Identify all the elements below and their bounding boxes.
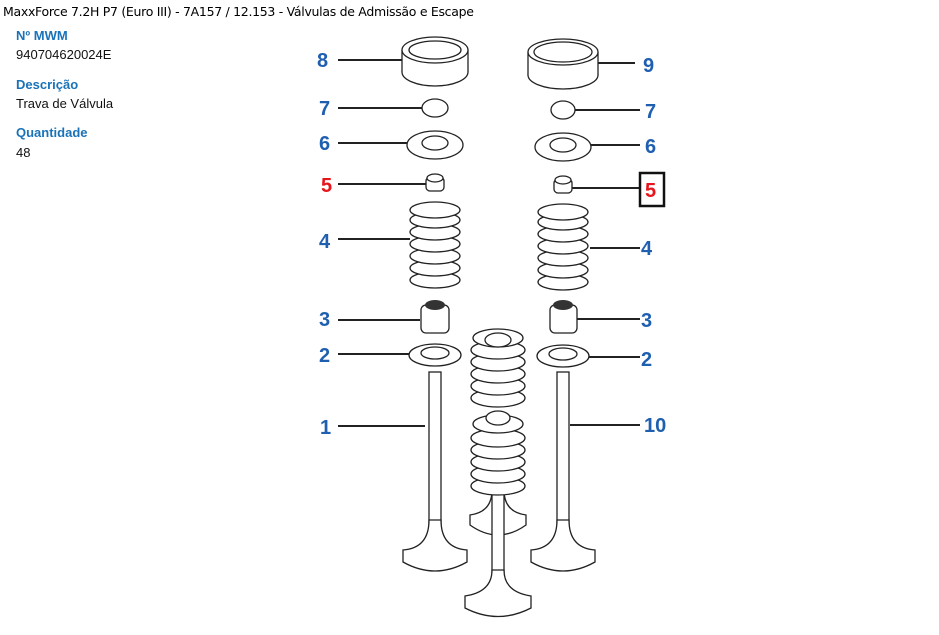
selected-callout-box bbox=[638, 171, 666, 208]
callout-10: 10 bbox=[644, 415, 666, 437]
callout-7-left: 7 bbox=[319, 98, 330, 120]
callout-5-left-highlighted[interactable]: 5 bbox=[321, 175, 332, 197]
callout-2-left: 2 bbox=[319, 345, 330, 367]
middle-spring-assemblies bbox=[464, 328, 532, 618]
part-number-label: Nº MWM bbox=[16, 28, 68, 43]
left-spring bbox=[409, 201, 461, 289]
callouts-right: 9 7 6 5 4 3 2 10 bbox=[638, 55, 666, 437]
callout-1: 1 bbox=[320, 417, 331, 439]
callout-4-left: 4 bbox=[319, 231, 331, 253]
description-label: Descrição bbox=[16, 77, 79, 92]
callout-2-right: 2 bbox=[641, 349, 652, 371]
right-spring bbox=[537, 203, 589, 291]
callout-7-right: 7 bbox=[645, 101, 656, 123]
callout-9: 9 bbox=[643, 55, 654, 77]
quantity-value: 48 bbox=[16, 145, 31, 160]
quantity-label: Quantidade bbox=[16, 125, 88, 140]
callout-5-right-selected[interactable]: 5 bbox=[645, 180, 656, 202]
leader-lines bbox=[338, 59, 640, 427]
breadcrumb-title: MaxxForce 7.2H P7 (Euro III) - 7A157 / 1… bbox=[3, 4, 474, 19]
description-value: Trava de Válvula bbox=[16, 96, 114, 111]
right-valve-assembly bbox=[527, 38, 599, 572]
callout-8: 8 bbox=[317, 50, 328, 72]
callout-6-left: 6 bbox=[319, 133, 330, 155]
callout-4-right: 4 bbox=[641, 238, 653, 260]
callout-3-right: 3 bbox=[641, 310, 652, 332]
callout-3-left: 3 bbox=[319, 309, 330, 331]
callouts-left: 8 7 6 5 4 3 2 1 bbox=[317, 50, 332, 439]
part-number-value: 940704620024E bbox=[16, 47, 112, 62]
callout-6-right: 6 bbox=[645, 136, 656, 158]
left-valve-assembly bbox=[401, 36, 469, 572]
